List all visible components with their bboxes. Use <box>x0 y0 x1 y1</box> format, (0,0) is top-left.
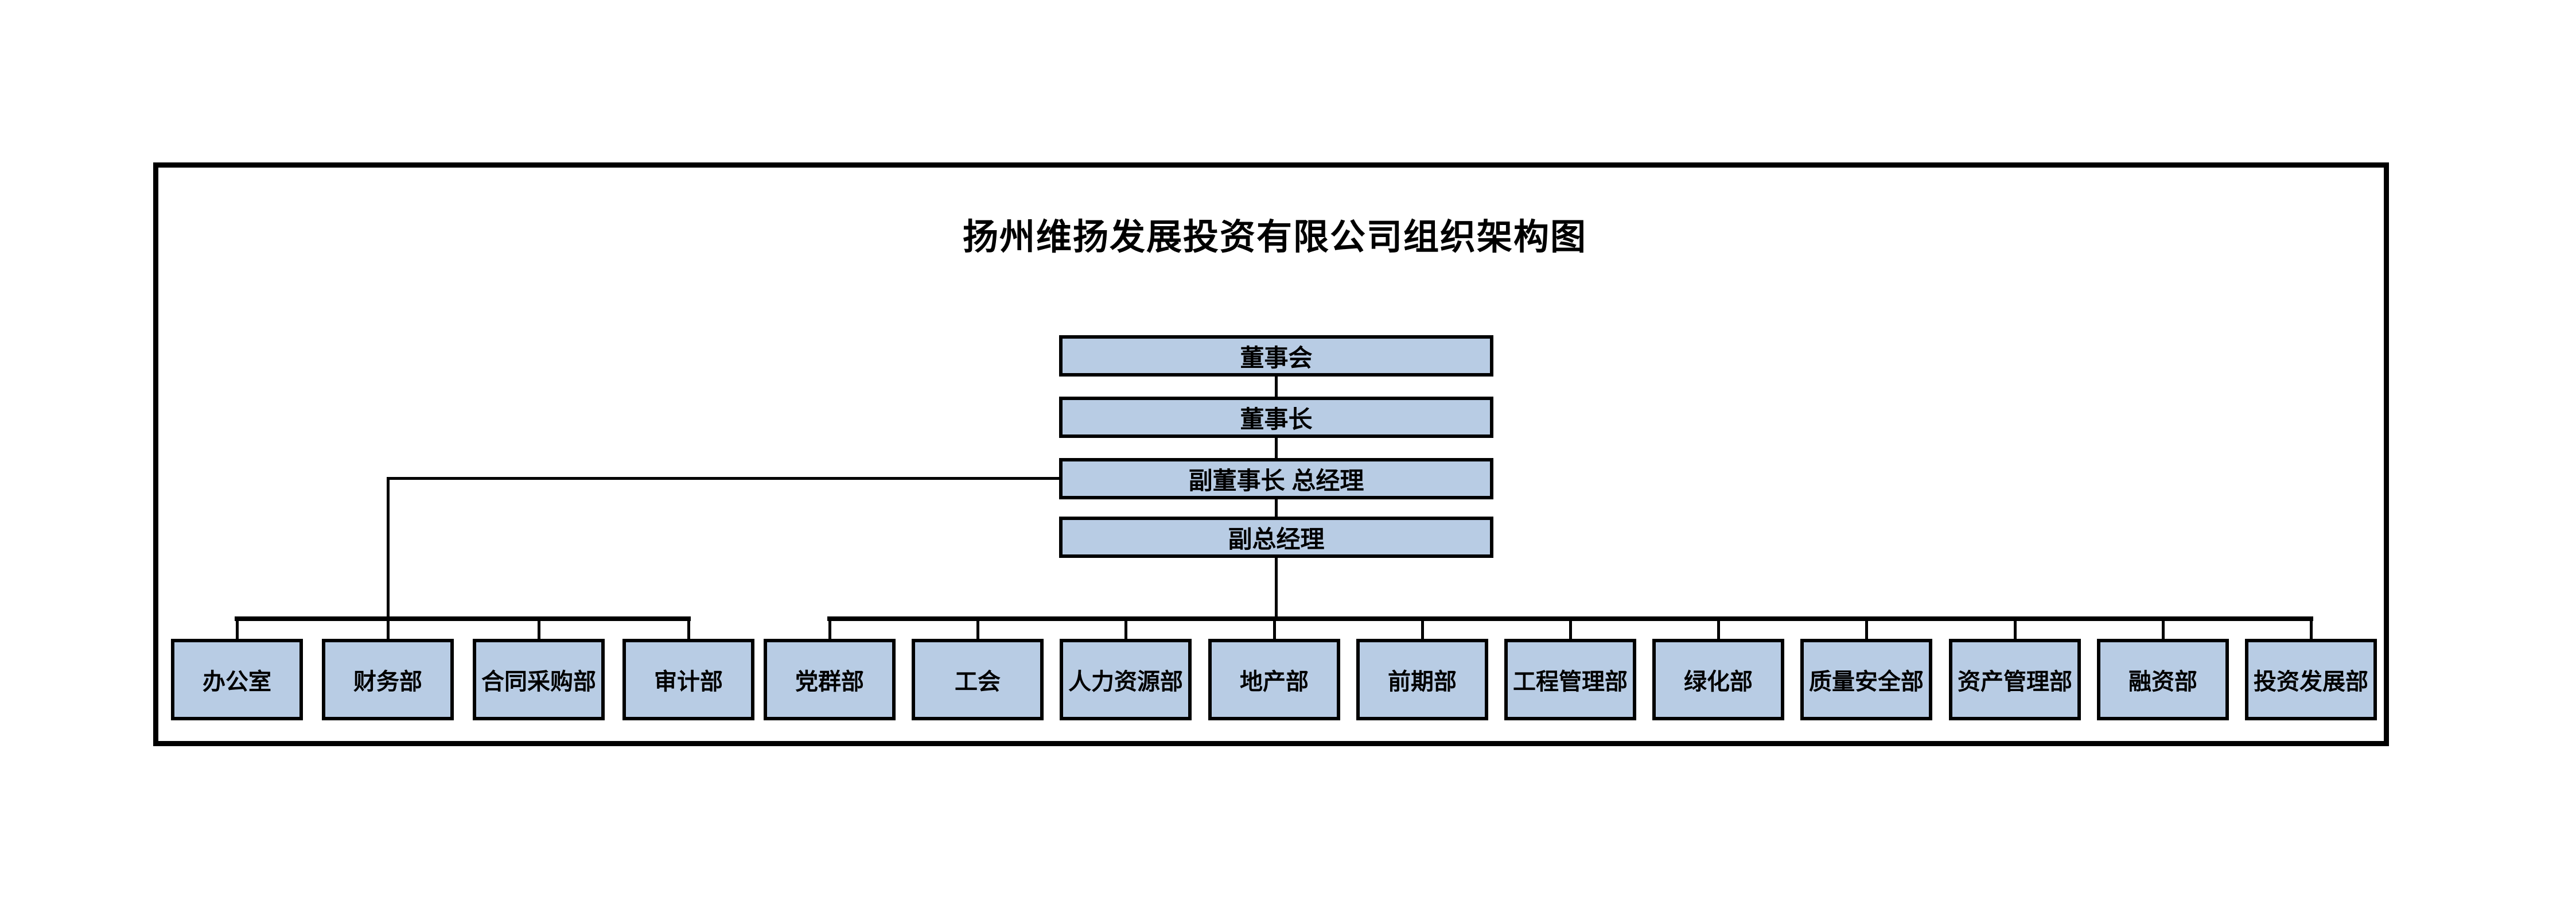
dept-node: 地产部 <box>1208 639 1340 720</box>
dept-node: 前期部 <box>1356 639 1488 720</box>
connector-line <box>1274 556 1278 621</box>
connector-line <box>235 616 691 621</box>
exec-node-vice-chairman-general-manager: 副董事长 总经理 <box>1059 458 1493 499</box>
connector-line <box>1421 619 1424 641</box>
dept-node: 财务部 <box>322 639 454 720</box>
exec-node-deputy-general-manager: 副总经理 <box>1059 517 1493 558</box>
connector-line <box>386 476 1061 480</box>
connector-line <box>828 619 831 641</box>
dept-node: 绿化部 <box>1652 639 1784 720</box>
exec-node-chairman: 董事长 <box>1059 397 1493 438</box>
connector-line <box>687 619 690 641</box>
connector-line <box>1274 436 1278 460</box>
connector-line <box>537 619 540 641</box>
dept-node: 工会 <box>912 639 1044 720</box>
dept-node: 投资发展部 <box>2245 639 2377 720</box>
connector-line <box>1274 375 1278 398</box>
exec-node-board-of-directors: 董事会 <box>1059 335 1493 377</box>
connector-line <box>1274 498 1278 518</box>
dept-node: 融资部 <box>2097 639 2229 720</box>
dept-node: 质量安全部 <box>1800 639 1932 720</box>
connector-line <box>386 619 390 641</box>
connector-line <box>1717 619 1720 641</box>
connector-line <box>1124 619 1127 641</box>
connector-line <box>976 619 979 641</box>
dept-node: 审计部 <box>622 639 754 720</box>
chart-title: 扬州维扬发展投资有限公司组织架构图 <box>962 218 1587 257</box>
connector-line <box>235 619 239 641</box>
dept-node: 人力资源部 <box>1060 639 1192 720</box>
dept-node: 合同采购部 <box>473 639 605 720</box>
dept-node: 工程管理部 <box>1504 639 1636 720</box>
chart-border-frame <box>153 162 2389 746</box>
dept-node: 办公室 <box>171 639 303 720</box>
connector-line <box>2013 619 2017 641</box>
connector-line <box>2309 619 2313 641</box>
connector-line <box>1569 619 1572 641</box>
connector-line <box>386 478 390 621</box>
dept-node: 资产管理部 <box>1949 639 2081 720</box>
connector-line <box>2161 619 2165 641</box>
connector-line <box>1865 619 1868 641</box>
dept-node: 党群部 <box>764 639 896 720</box>
connector-line <box>1273 619 1276 641</box>
